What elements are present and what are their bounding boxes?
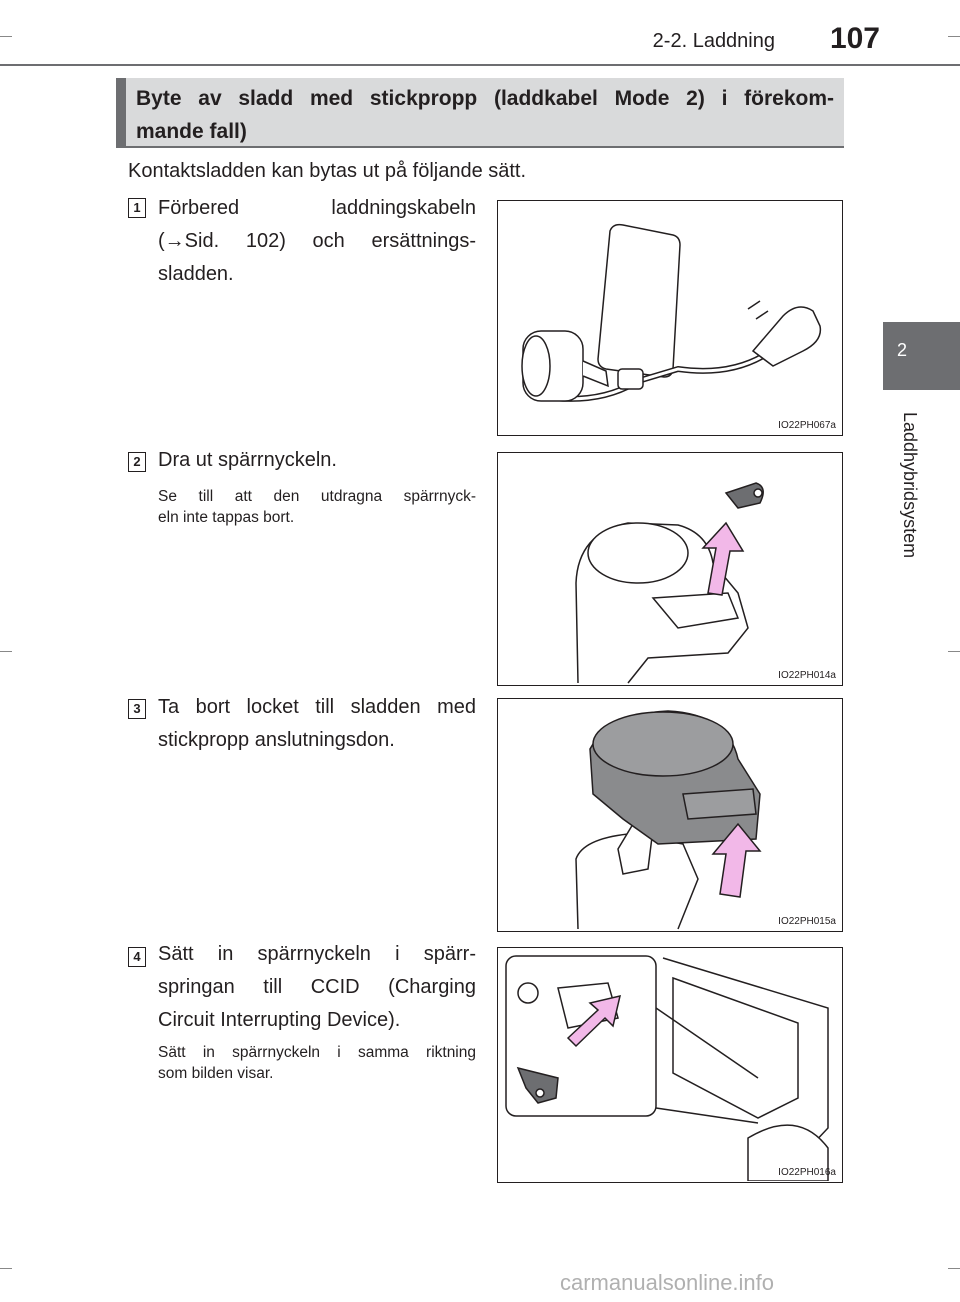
figure-2: IO22PH014a [497,452,843,686]
watermark: carmanualsonline.info [560,1270,775,1295]
figure-3: IO22PH015a [497,698,843,932]
figure-code: IO22PH067a [778,420,836,431]
step-line: Circuit Interrupting Device). [158,1009,401,1031]
cap-removal-illustration [575,710,762,930]
figure-1: IO22PH067a [497,200,843,436]
title-box [116,78,844,148]
step-number-3: 3 [128,699,146,719]
section-title: 2-2. Laddning [652,30,775,52]
step-line: Sätt in spärrnyckeln i spärr- [158,943,476,965]
page-number: 107 [829,22,880,55]
cable-illustration [521,223,822,402]
header-rule [0,64,960,66]
crop-mark [0,651,12,652]
crop-mark [948,651,960,652]
section-heading: Byte av sladd med stickpropp (laddkabel … [136,82,834,148]
figure-code: IO22PH015a [778,916,836,927]
step-line: sladden. [158,263,234,285]
step-number-4: 4 [128,947,146,967]
heading-line-2: mande fall) [136,120,247,143]
step-number-2: 2 [128,452,146,472]
crop-mark [0,36,12,37]
chapter-number: 2 [896,340,907,360]
intro-text: Kontaktsladden kan bytas ut på följande … [128,160,527,182]
note-line: eln inte tappas bort. [158,509,295,526]
note-line: som bilden visar. [158,1065,274,1082]
step-3-text: Ta bort locket till sladden med stickpro… [158,691,476,757]
step-line: stickpropp anslutningsdon. [158,729,395,751]
plug-key-illustration [575,482,764,684]
step-2-note: Se till att den utdragna spärrnyck- eln … [158,486,476,528]
figure-code: IO22PH016a [778,1167,836,1178]
crop-mark [0,1268,12,1269]
heading-line-1: Byte av sladd med stickpropp (laddkabel … [136,87,834,110]
step-1-text: Förbered laddningskabeln (→Sid. 102) och… [158,192,476,291]
step-4-note: Sätt in spärrnyckeln i samma riktning so… [158,1042,476,1084]
chapter-tab [883,322,960,390]
step-line: (→Sid. 102) och ersättnings- [158,230,476,252]
chapter-label: Laddhybridsystem [900,412,920,559]
ccid-illustration [505,955,829,1181]
step-2-text: Dra ut spärrnyckeln. [158,449,337,471]
step-line: Förbered laddningskabeln [158,197,476,219]
crop-mark [948,1268,960,1269]
figure-4: IO22PH016a [497,947,843,1183]
step-4-text: Sätt in spärrnyckeln i spärr- springan t… [158,938,476,1037]
step-number-1: 1 [128,198,146,218]
crop-mark [948,36,960,37]
step-line: springan till CCID (Charging [158,976,476,998]
figure-code: IO22PH014a [778,670,836,681]
note-line: Sätt in spärrnyckeln i samma riktning [158,1044,476,1061]
step-line: Ta bort locket till sladden med [158,696,476,718]
note-line: Se till att den utdragna spärrnyck- [158,488,476,505]
